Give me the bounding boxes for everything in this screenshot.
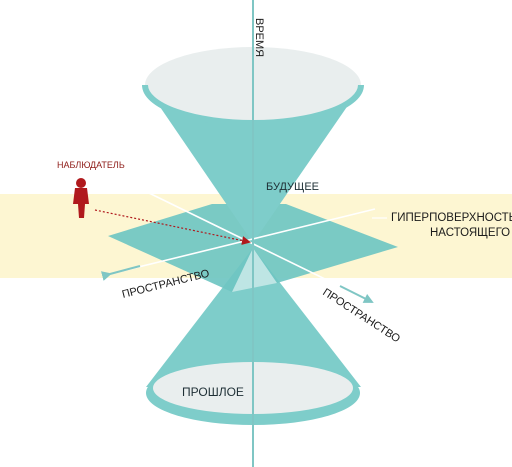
observer-label: НАБЛЮДАТЕЛЬ — [57, 160, 125, 170]
future-label: БУДУЩЕЕ — [266, 181, 319, 193]
time-axis-label: ВРЕМЯ — [253, 18, 265, 57]
past-label: ПРОШЛОЕ — [182, 385, 244, 399]
space-axis-line-a — [148, 192, 373, 303]
observer-figure — [73, 178, 89, 218]
space-axis-left-arrow — [100, 265, 141, 281]
hypersurface-label-line2: НАСТОЯЩЕГО — [430, 227, 510, 239]
space-label-right: ПРОСТРАНСТВО — [320, 286, 402, 345]
space-axis-right-arrow — [339, 285, 374, 303]
hypersurface-label-line1: ГИПЕРПОВЕРХНОСТЬ — [391, 212, 512, 224]
space-plane-notch — [232, 248, 277, 292]
